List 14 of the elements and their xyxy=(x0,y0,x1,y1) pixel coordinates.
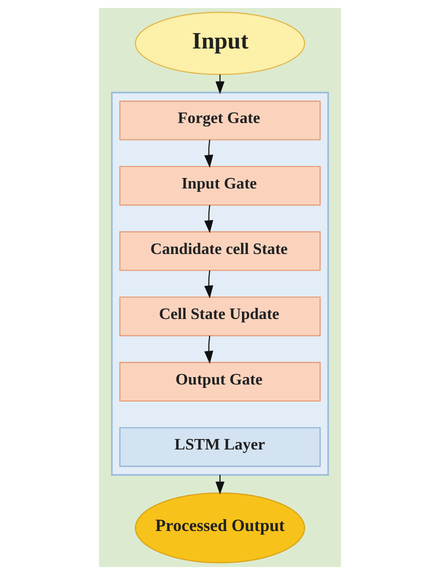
node-box: Candidate cell State xyxy=(118,231,320,271)
node-ellipse: Processed Output xyxy=(134,492,305,564)
node-box: Cell State Update xyxy=(118,296,320,336)
node-box: Output Gate xyxy=(118,362,320,402)
arrow xyxy=(204,140,213,168)
arrow xyxy=(215,74,224,94)
arrow xyxy=(204,336,213,364)
node-box: Input Gate xyxy=(118,166,320,206)
arrow xyxy=(204,205,213,234)
arrow xyxy=(204,270,213,298)
node-box: Forget Gate xyxy=(118,100,320,140)
node-ellipse: Input xyxy=(134,12,305,75)
node-box: LSTM Layer xyxy=(118,427,320,467)
cluster xyxy=(110,92,328,476)
